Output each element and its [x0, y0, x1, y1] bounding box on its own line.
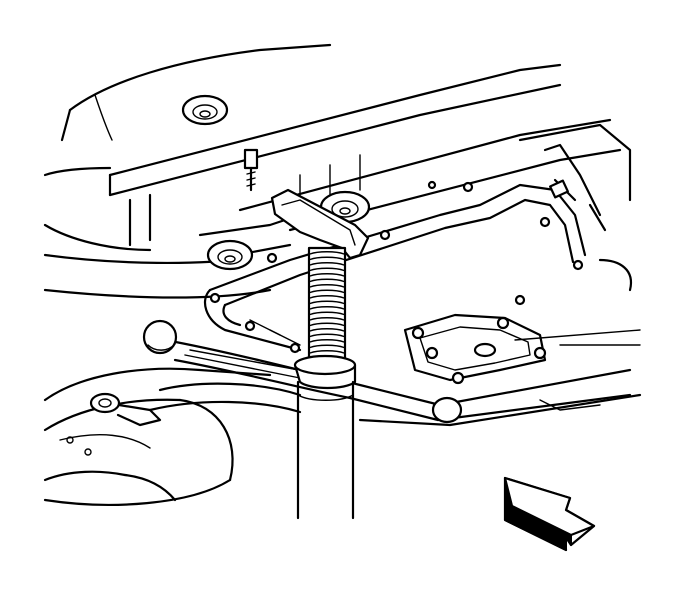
- lower-wheel-well: [43, 367, 272, 506]
- screw-thread: [309, 267, 345, 272]
- stabilizer-mount: [66, 392, 162, 456]
- screw-thread: [309, 284, 345, 288]
- screw-thread: [309, 300, 345, 305]
- bolt-icon: [539, 216, 551, 228]
- screw-thread: [309, 289, 345, 294]
- screw-thread: [309, 317, 345, 321]
- upper-body-panel: [43, 43, 332, 252]
- lift-point-right: [431, 396, 463, 424]
- mount-left: [206, 239, 254, 271]
- stud-bolt: [243, 148, 259, 192]
- bolt-icon: [379, 229, 391, 241]
- bolt-icon: [514, 294, 526, 306]
- cross-member: [43, 213, 302, 299]
- screw-thread: [309, 339, 345, 343]
- mounting-plate: [403, 313, 547, 385]
- bolt-icon: [289, 342, 301, 354]
- screw-thread: [309, 256, 345, 261]
- screw-threads: [309, 251, 345, 360]
- jack-stand: [270, 188, 370, 520]
- frame-rail-upper: [108, 63, 562, 247]
- arrow-icon: [503, 476, 596, 552]
- bolt-icon: [425, 346, 439, 360]
- screw-thread: [309, 311, 345, 316]
- screw-thread: [309, 262, 345, 266]
- bolt-icon: [451, 371, 465, 385]
- mount-rear-upper: [181, 94, 229, 126]
- screw-thread: [309, 273, 345, 277]
- bolt-icon: [496, 316, 510, 330]
- right-bracket: [514, 123, 641, 346]
- lower-control-arm: [148, 338, 642, 427]
- bolt-icon: [266, 252, 278, 264]
- screw-thread: [309, 251, 345, 255]
- subframe-outline: [203, 183, 587, 352]
- screw-thread: [309, 306, 345, 310]
- bolt-icon: [244, 320, 256, 332]
- screw-thread: [309, 278, 345, 283]
- screw-thread: [309, 328, 345, 332]
- screw-thread: [309, 344, 345, 349]
- screw-thread: [309, 295, 345, 299]
- bolt-icon: [572, 259, 584, 271]
- bolt-icon: [462, 181, 474, 193]
- bolt-icon: [427, 180, 437, 190]
- screw-thread: [309, 333, 345, 338]
- lift-point-left: [142, 319, 178, 355]
- bolt-icon: [209, 292, 221, 304]
- screw-thread: [309, 350, 345, 354]
- bolt-icon: [533, 346, 547, 360]
- bolt-icon: [411, 326, 425, 340]
- screw-thread: [309, 322, 345, 327]
- bolt-ring: [209, 180, 584, 354]
